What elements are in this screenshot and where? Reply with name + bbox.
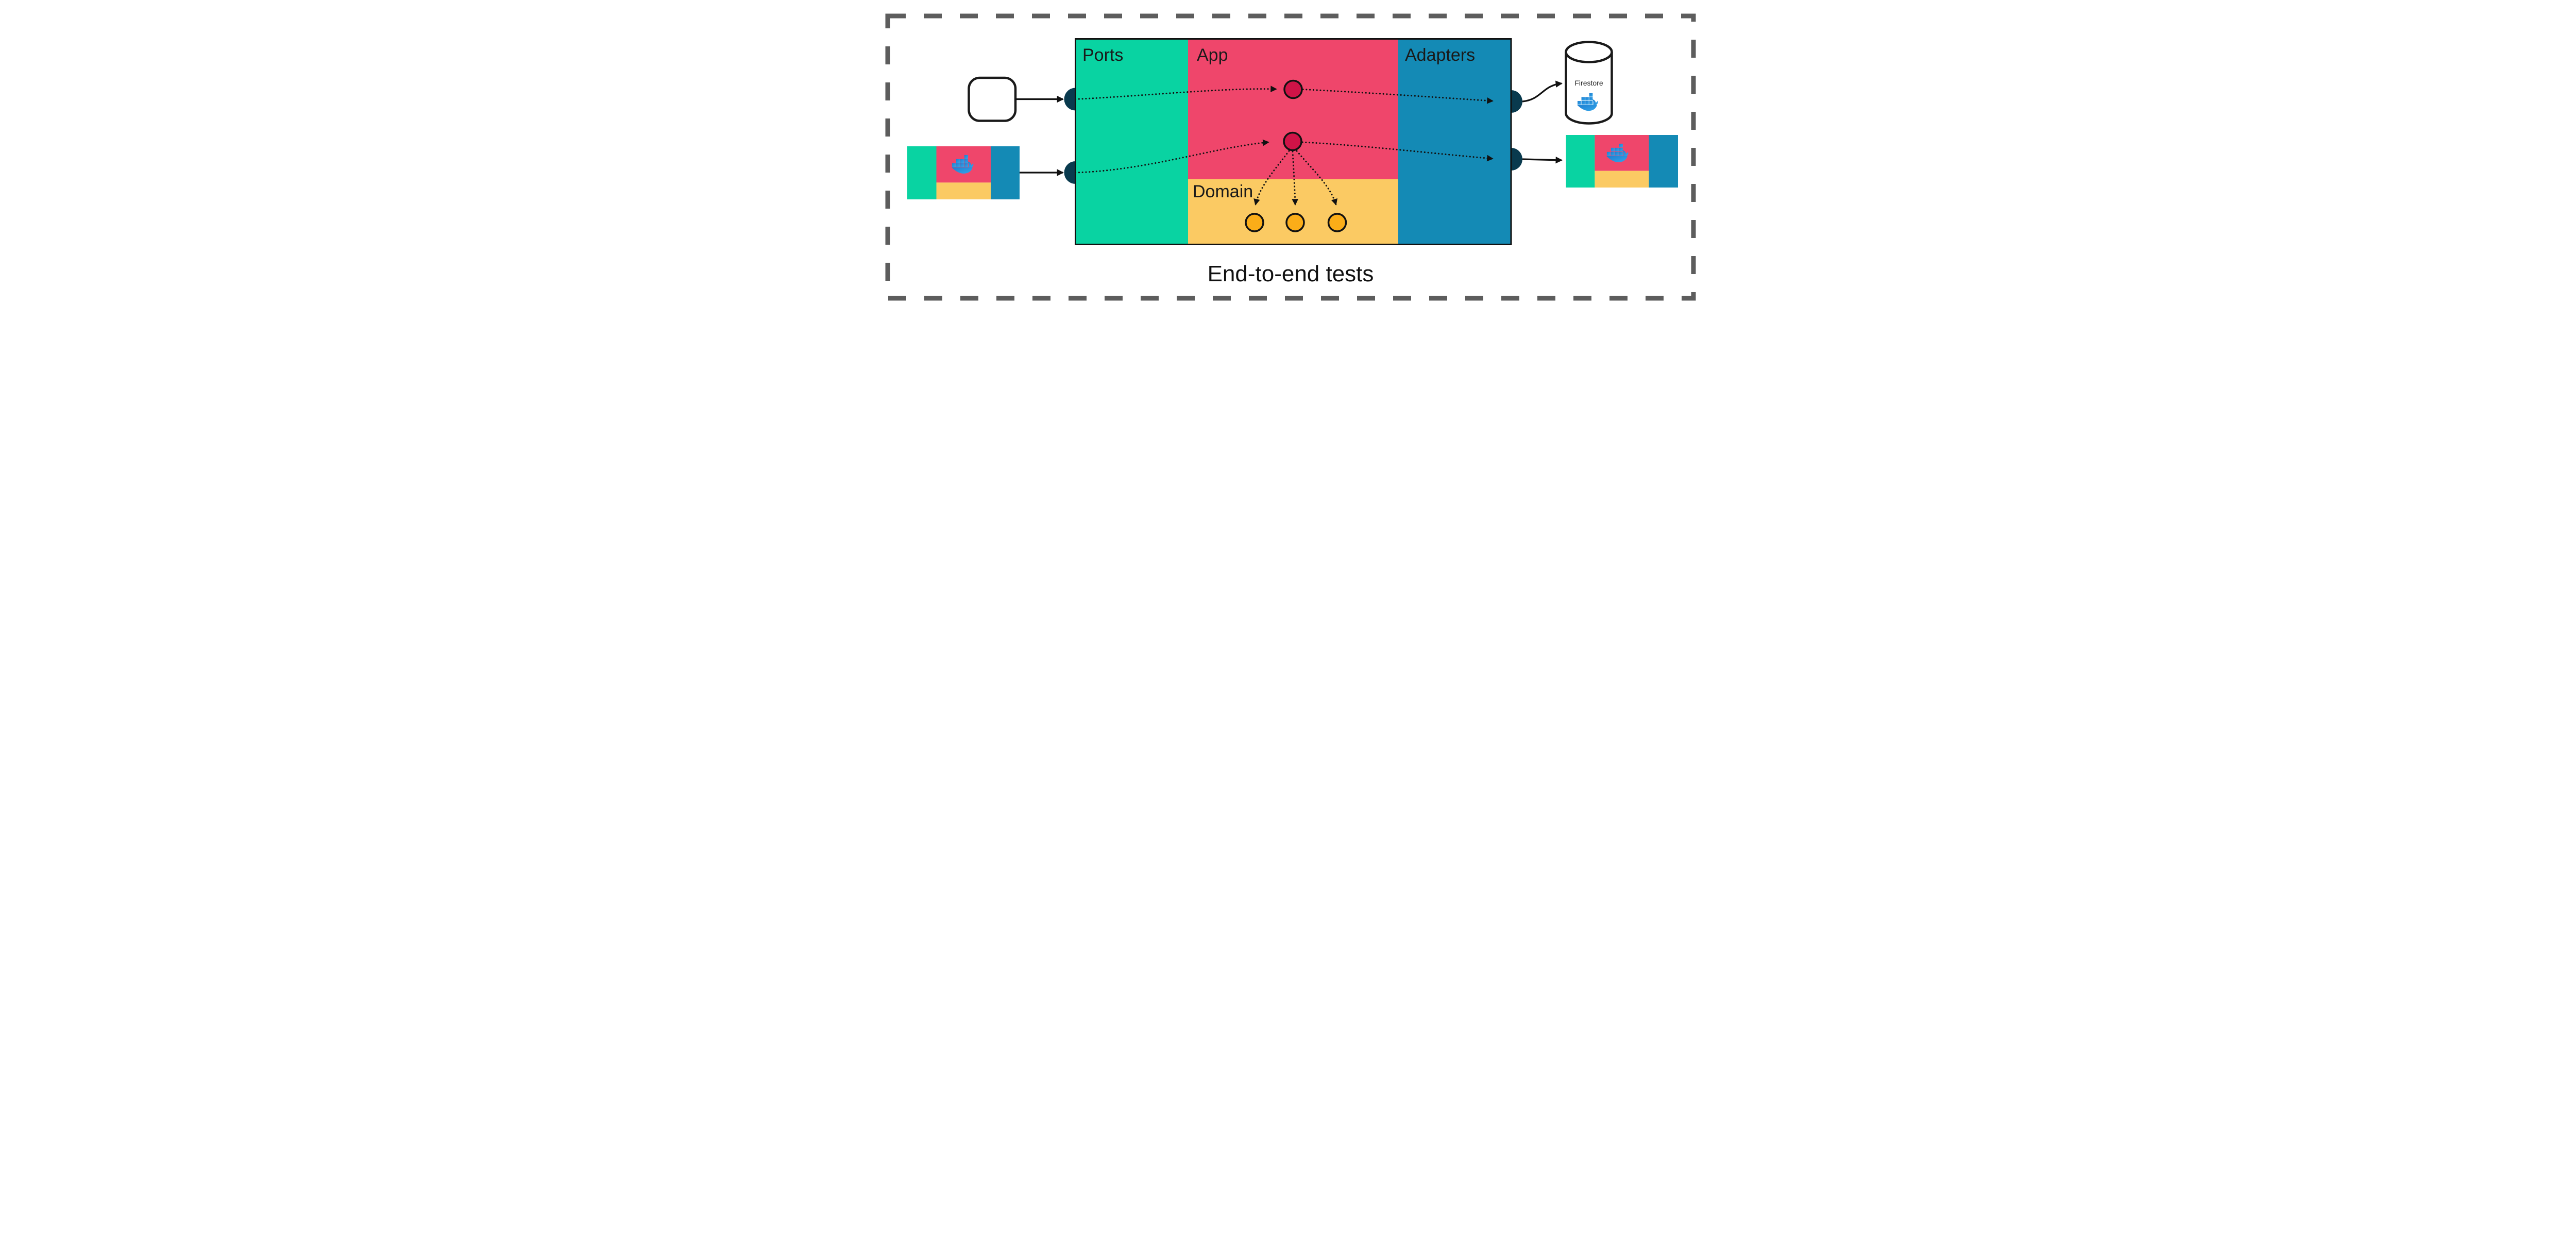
- database-cylinder-body: [1564, 52, 1613, 125]
- dockerized-app-thumbnail-left: [907, 146, 1020, 199]
- dockerized-app-thumbnail-right: [1566, 135, 1678, 188]
- thumb-right-domain-strip: [1594, 171, 1649, 188]
- thumb-left-ports-strip: [907, 146, 936, 199]
- arrow-right-top-port-to-firestore: [1522, 80, 1563, 103]
- adapters-zone-label: Adapters: [1405, 45, 1475, 65]
- thumb-right-adapters-strip: [1649, 135, 1678, 188]
- use-case-node-top: [1283, 79, 1303, 99]
- firestore-database: Firestore: [1564, 41, 1613, 125]
- test-client-box: [967, 76, 1016, 122]
- diagram-title: End-to-end tests: [1207, 261, 1374, 286]
- firestore-label: Firestore: [1574, 79, 1603, 87]
- entity-node-left: [1244, 213, 1264, 232]
- solid-connectors: [1015, 80, 1563, 176]
- flow-usecase2-to-entity-right: [1296, 150, 1337, 206]
- flow-usecase2-to-right-bottom-port: [1301, 141, 1494, 162]
- use-case-node-bottom: [1282, 131, 1302, 151]
- entity-node-right: [1327, 213, 1347, 232]
- thumb-right-ports-strip: [1566, 135, 1595, 188]
- dotted-flow-lines: [1074, 86, 1494, 206]
- use-case-nodes: [1282, 79, 1303, 151]
- database-cylinder-top: [1564, 41, 1613, 63]
- e2e-boundary-dashed-frame: [885, 13, 1696, 301]
- thumb-left-adapters-strip: [990, 146, 1020, 199]
- entity-nodes: [1244, 213, 1347, 232]
- arrow-right-bottom-port-to-thumbnail: [1522, 156, 1563, 164]
- flow-usecase1-to-right-top-port: [1302, 89, 1494, 104]
- entity-node-middle: [1285, 213, 1305, 232]
- flow-left-top-port-to-usecase1: [1074, 86, 1277, 100]
- thumb-left-domain-strip: [936, 182, 991, 199]
- flow-left-bottom-port-to-usecase2: [1074, 139, 1269, 174]
- app-zone-label: App: [1197, 45, 1228, 65]
- architecture-box-border: [1074, 38, 1512, 245]
- adapters-zone: [1398, 39, 1511, 245]
- domain-zone: [1188, 179, 1398, 245]
- ports-zone: [1075, 39, 1188, 245]
- domain-zone-label: Domain: [1193, 182, 1253, 201]
- e2e-tests-diagram: Ports App Adapters Domain: [866, 0, 1710, 314]
- diagram-canvas: Ports App Adapters Domain: [885, 13, 1696, 301]
- ports-zone-label: Ports: [1082, 45, 1123, 65]
- flow-usecase2-to-entity-left: [1253, 150, 1290, 206]
